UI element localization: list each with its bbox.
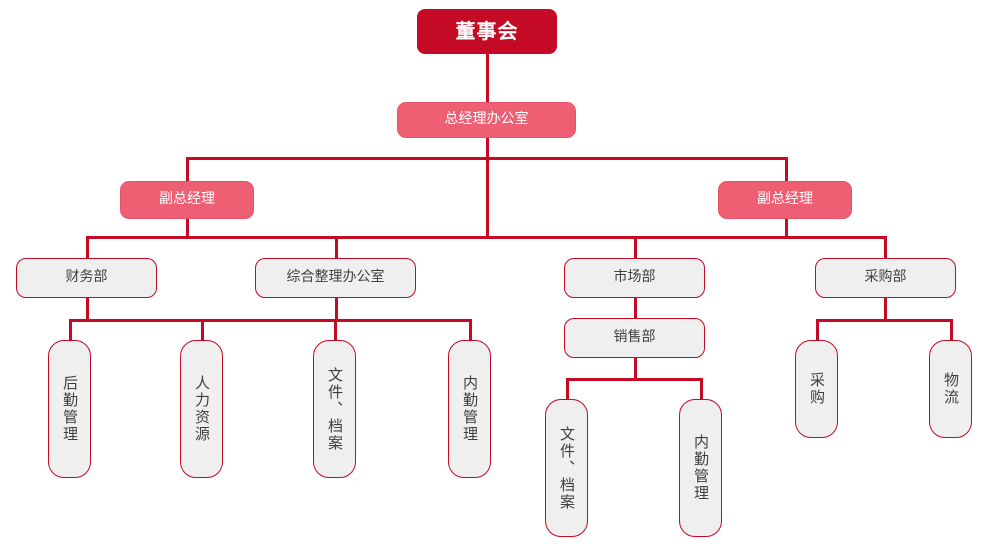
node-label: 总经理办公室 xyxy=(444,111,529,128)
node-purchasing-department[interactable]: 采购部 xyxy=(815,258,956,298)
node-documents-archives-sales[interactable]: 文件、档案 xyxy=(545,399,588,537)
node-general-manager-office[interactable]: 总经理办公室 xyxy=(397,102,576,138)
connector-deputy-bus xyxy=(186,157,788,160)
node-administration-office[interactable]: 综合整理办公室 xyxy=(255,258,416,298)
node-label: 文件、档案 xyxy=(558,425,576,511)
connector-drop-purchasing xyxy=(884,236,887,258)
node-purchasing[interactable]: 采购 xyxy=(795,340,838,438)
node-label: 文件、档案 xyxy=(326,366,344,452)
node-label: 综合整理办公室 xyxy=(286,269,385,286)
connector-sales-stem xyxy=(634,358,637,379)
connector-drop-docs-archives-sales xyxy=(566,378,569,400)
connector-deputy-left-to-dept-bus xyxy=(186,219,189,239)
node-label: 市场部 xyxy=(613,269,656,286)
connector-drop-docs-archives-admin xyxy=(334,319,337,341)
node-label: 内勤管理 xyxy=(692,434,710,502)
node-sales-department[interactable]: 销售部 xyxy=(564,318,705,358)
connector-drop-office-mgmt-sales xyxy=(700,378,703,400)
connector-department-bus xyxy=(86,236,886,239)
node-label: 内勤管理 xyxy=(461,375,479,443)
node-deputy-general-manager-right[interactable]: 副总经理 xyxy=(718,181,852,219)
connector-left-leaf-bus xyxy=(69,319,472,322)
connector-admin-office-stem xyxy=(335,298,338,320)
node-label: 采购 xyxy=(808,372,826,406)
connector-purchasing-leaf-bus xyxy=(816,319,953,322)
connector-sales-leaf-bus xyxy=(566,378,703,381)
connector-finance-stem xyxy=(86,298,89,320)
node-label: 采购部 xyxy=(864,269,907,286)
connector-drop-logistics-mgmt xyxy=(69,319,72,341)
connector-drop-office-mgmt-admin xyxy=(469,319,472,341)
connector-drop-admin-office xyxy=(335,236,338,258)
connector-drop-human-resources xyxy=(201,319,204,341)
node-label: 副总经理 xyxy=(159,191,215,208)
node-label: 后勤管理 xyxy=(61,375,79,443)
connector-deputy-right-drop xyxy=(785,157,788,181)
node-logistics-management[interactable]: 后勤管理 xyxy=(48,340,91,478)
connector-gm-office-trunk xyxy=(486,137,489,239)
node-office-management-sales[interactable]: 内勤管理 xyxy=(679,399,722,537)
node-label: 人力资源 xyxy=(193,375,211,443)
connector-deputy-left-drop xyxy=(186,157,189,181)
node-label: 董事会 xyxy=(455,19,519,43)
node-finance-department[interactable]: 财务部 xyxy=(16,258,157,298)
connector-deputy-right-to-dept-bus xyxy=(785,219,788,239)
node-deputy-general-manager-left[interactable]: 副总经理 xyxy=(120,181,254,219)
node-marketing-department[interactable]: 市场部 xyxy=(564,258,705,298)
node-label: 财务部 xyxy=(65,269,108,286)
node-label: 销售部 xyxy=(613,329,656,346)
node-documents-archives-admin[interactable]: 文件、档案 xyxy=(313,340,356,478)
node-label: 副总经理 xyxy=(757,191,813,208)
node-human-resources[interactable]: 人力资源 xyxy=(180,340,223,478)
connector-drop-marketing xyxy=(634,236,637,258)
connector-drop-purchasing-leaf xyxy=(816,319,819,341)
connector-drop-finance xyxy=(86,236,89,258)
node-board-of-directors[interactable]: 董事会 xyxy=(417,9,557,54)
connector-drop-logistics-leaf xyxy=(950,319,953,341)
connector-board-to-gm-office xyxy=(486,53,489,104)
connector-marketing-to-sales xyxy=(634,298,637,319)
connector-purchasing-stem xyxy=(884,298,887,320)
node-logistics[interactable]: 物流 xyxy=(929,340,972,438)
node-label: 物流 xyxy=(942,372,960,406)
node-office-management-admin[interactable]: 内勤管理 xyxy=(448,340,491,478)
